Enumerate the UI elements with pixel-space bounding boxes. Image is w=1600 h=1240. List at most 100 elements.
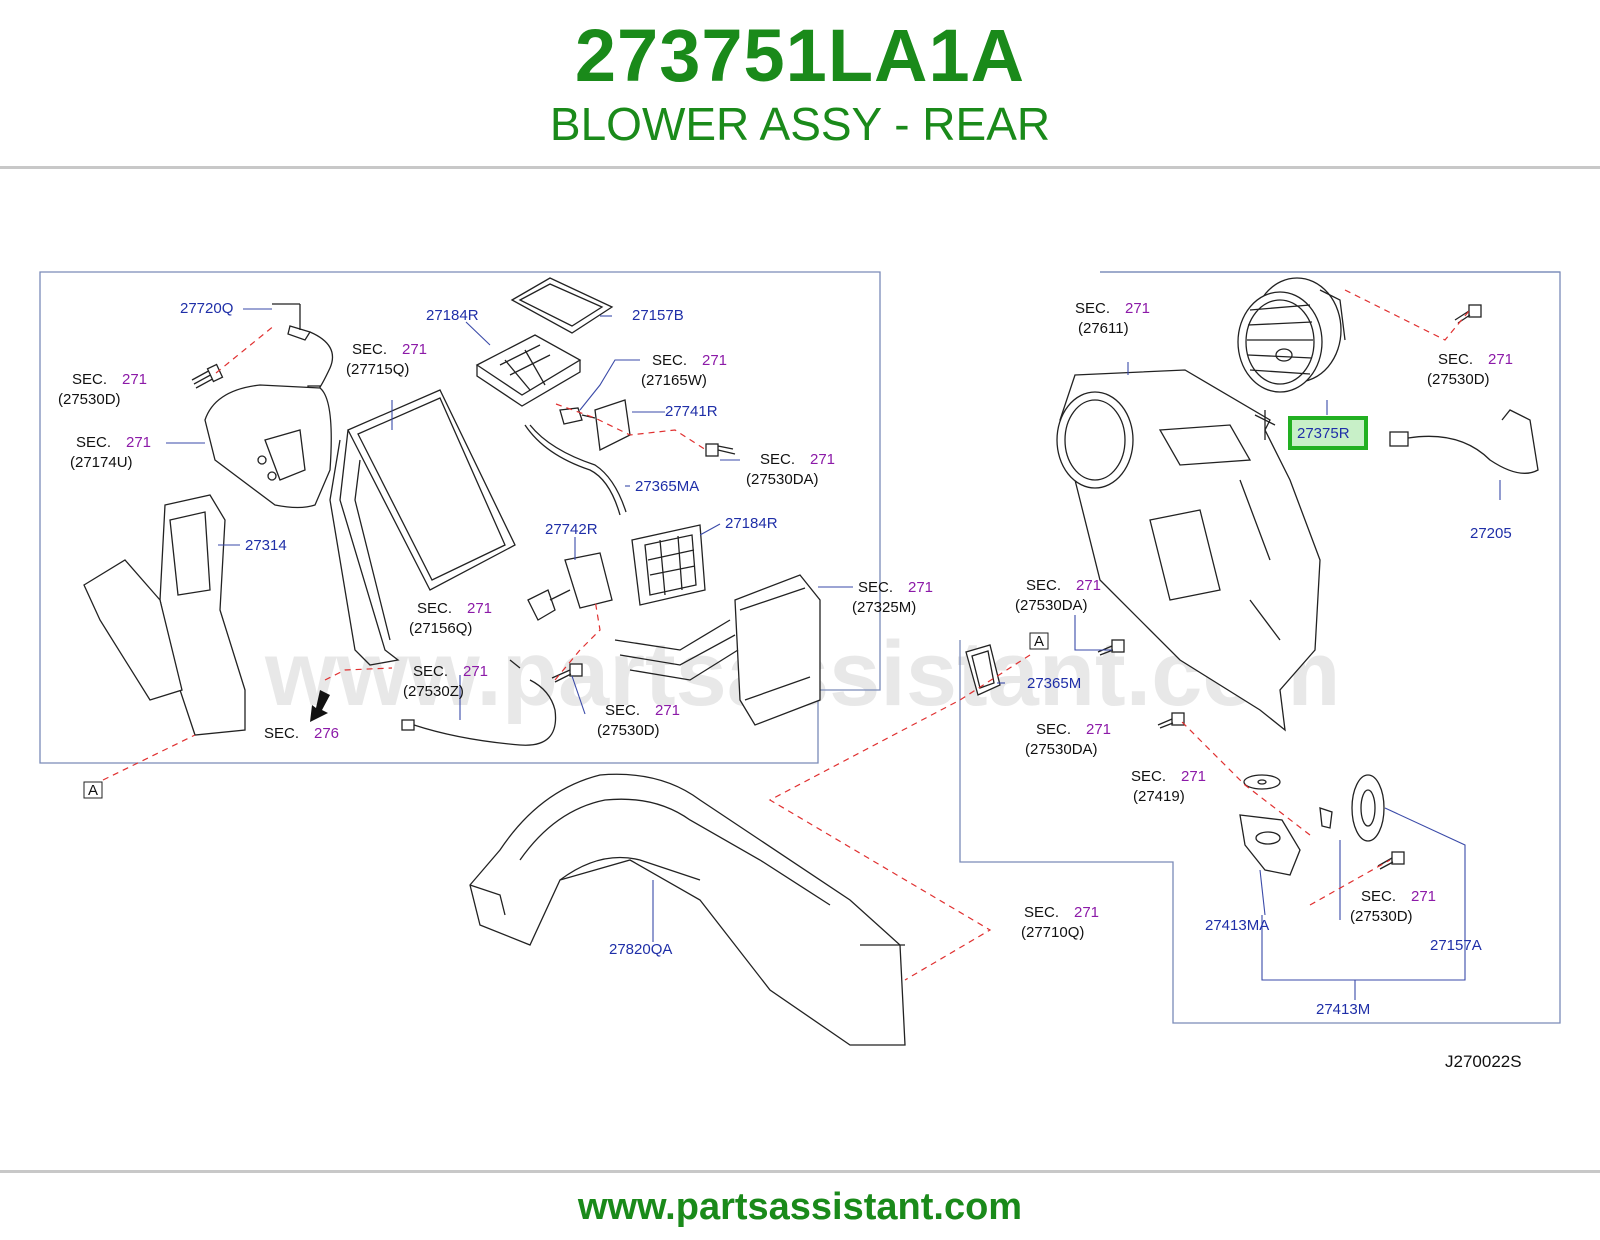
label-27184R-top: 27184R <box>426 307 479 324</box>
svg-text:271: 271 <box>467 600 492 617</box>
svg-text:(27530D): (27530D) <box>1427 371 1490 388</box>
svg-text:(27530DA): (27530DA) <box>1025 741 1098 758</box>
svg-text:A: A <box>1034 633 1044 650</box>
seal-27365M-drawing <box>965 644 1001 696</box>
actuator-27742R-drawing <box>527 552 613 621</box>
svg-text:271: 271 <box>810 451 835 468</box>
screw-drawing-7 <box>1377 851 1405 870</box>
arrow-sec-276-drawing <box>310 690 330 722</box>
label-27413M: 27413M <box>1316 1001 1370 1018</box>
label-27720Q: 27720Q <box>180 300 233 317</box>
part-number-title: 273751LA1A <box>574 14 1026 97</box>
screw-drawing-3 <box>551 663 583 683</box>
section-label-3: SEC. 271 (27715Q) <box>346 341 427 378</box>
svg-text:(27530D): (27530D) <box>58 391 121 408</box>
svg-text:(27530Z): (27530Z) <box>403 683 464 700</box>
label-27375R: 27375R <box>1297 425 1350 442</box>
section-label-17: SEC. 271 (27710Q) <box>1021 904 1099 941</box>
svg-text:SEC.: SEC. <box>858 579 893 596</box>
dashed-lines <box>102 289 1470 981</box>
label-27820QA: 27820QA <box>609 941 672 958</box>
svg-text:271: 271 <box>1076 577 1101 594</box>
label-27157B: 27157B <box>632 307 684 324</box>
filter-27184R-mid-drawing <box>631 524 706 606</box>
header-divider <box>0 166 1600 169</box>
section-label-11: SEC. 271 (27611) <box>1075 300 1150 337</box>
svg-text:271: 271 <box>463 663 488 680</box>
section-label-5: SEC. 271 (27530DA) <box>746 451 835 488</box>
section-label-16: SEC. 271 (27530D) <box>1350 888 1436 925</box>
resistor-27205-drawing <box>1389 409 1539 474</box>
svg-text:SEC.: SEC. <box>1438 351 1473 368</box>
screw-drawing-5 <box>1097 639 1125 656</box>
svg-text:271: 271 <box>655 702 680 719</box>
svg-text:(27325M): (27325M) <box>852 599 916 616</box>
section-label-2: SEC. 271 (27174U) <box>70 434 151 471</box>
svg-text:(27715Q): (27715Q) <box>346 361 409 378</box>
svg-text:SEC.: SEC. <box>1036 721 1071 738</box>
svg-text:SEC.: SEC. <box>413 663 448 680</box>
label-27205: 27205 <box>1470 525 1512 542</box>
label-27157A: 27157A <box>1430 937 1482 954</box>
svg-text:(27419): (27419) <box>1133 788 1185 805</box>
grommet-27157A-drawing <box>1351 774 1385 842</box>
footer-divider <box>0 1170 1600 1173</box>
svg-text:(27530DA): (27530DA) <box>1015 597 1088 614</box>
svg-text:271: 271 <box>1074 904 1099 921</box>
svg-text:(27174U): (27174U) <box>70 454 133 471</box>
section-label-8: SEC. 271 (27530Z) <box>403 663 488 700</box>
svg-text:(27156Q): (27156Q) <box>409 620 472 637</box>
screw-drawing-1 <box>191 363 224 389</box>
svg-text:SEC.: SEC. <box>352 341 387 358</box>
rod-27365MA-drawing <box>524 424 627 516</box>
blower-case-27611-drawing <box>1056 369 1321 732</box>
core-27325M-drawing <box>614 574 821 726</box>
part-name-subtitle: BLOWER ASSY - REAR <box>549 98 1051 150</box>
leader-lines <box>166 308 1501 1000</box>
svg-text:271: 271 <box>702 352 727 369</box>
section-label-14: SEC. 271 (27530DA) <box>1025 721 1111 758</box>
svg-text:271: 271 <box>908 579 933 596</box>
section-label-6: SEC. 271 (27325M) <box>852 579 933 616</box>
label-27314: 27314 <box>245 537 287 554</box>
label-27365M: 27365M <box>1027 675 1081 692</box>
ref-box-A-left: A <box>83 781 103 799</box>
section-label-4: SEC. 271 (27165W) <box>641 352 727 389</box>
svg-text:(27530D): (27530D) <box>1350 908 1413 925</box>
section-label-7: SEC. 271 (27156Q) <box>409 600 492 637</box>
svg-text:271: 271 <box>1086 721 1111 738</box>
duct-27314-drawing <box>83 494 246 736</box>
duct-27820QA-drawing <box>469 773 906 1046</box>
svg-text:SEC.: SEC. <box>652 352 687 369</box>
core-27715Q-drawing <box>329 389 516 666</box>
svg-text:SEC.: SEC. <box>1075 300 1110 317</box>
mount-27413MA-drawing <box>1239 807 1333 876</box>
label-27742R: 27742R <box>545 521 598 538</box>
diagram-code: J270022S <box>1445 1052 1522 1071</box>
svg-text:271: 271 <box>122 371 147 388</box>
svg-text:271: 271 <box>402 341 427 358</box>
blower-motor-27375R-drawing <box>1237 277 1346 393</box>
svg-text:271: 271 <box>1488 351 1513 368</box>
label-27184R-mid: 27184R <box>725 515 778 532</box>
svg-text:SEC.: SEC. <box>72 371 107 388</box>
svg-text:A: A <box>88 782 98 799</box>
svg-text:(27530D): (27530D) <box>597 722 660 739</box>
svg-text:SEC.: SEC. <box>76 434 111 451</box>
footer-website-link[interactable]: www.partsassistant.com <box>577 1186 1023 1228</box>
svg-text:SEC.: SEC. <box>1131 768 1166 785</box>
svg-text:SEC.: SEC. <box>605 702 640 719</box>
svg-text:276: 276 <box>314 725 339 742</box>
frame-27157B-drawing <box>510 277 614 334</box>
screw-drawing-2 <box>705 443 736 457</box>
svg-text:SEC.: SEC. <box>264 725 299 742</box>
label-27365MA: 27365MA <box>635 478 699 495</box>
svg-text:(27530DA): (27530DA) <box>746 471 819 488</box>
section-label-13: SEC. 271 (27530DA) <box>1015 577 1101 614</box>
washer-27419-drawing <box>1243 774 1281 790</box>
screw-drawing-6 <box>1157 712 1185 729</box>
highlight-box-27375R <box>1288 416 1368 450</box>
section-label-1: SEC. 271 (27530D) <box>58 371 147 408</box>
svg-text:SEC.: SEC. <box>1026 577 1061 594</box>
